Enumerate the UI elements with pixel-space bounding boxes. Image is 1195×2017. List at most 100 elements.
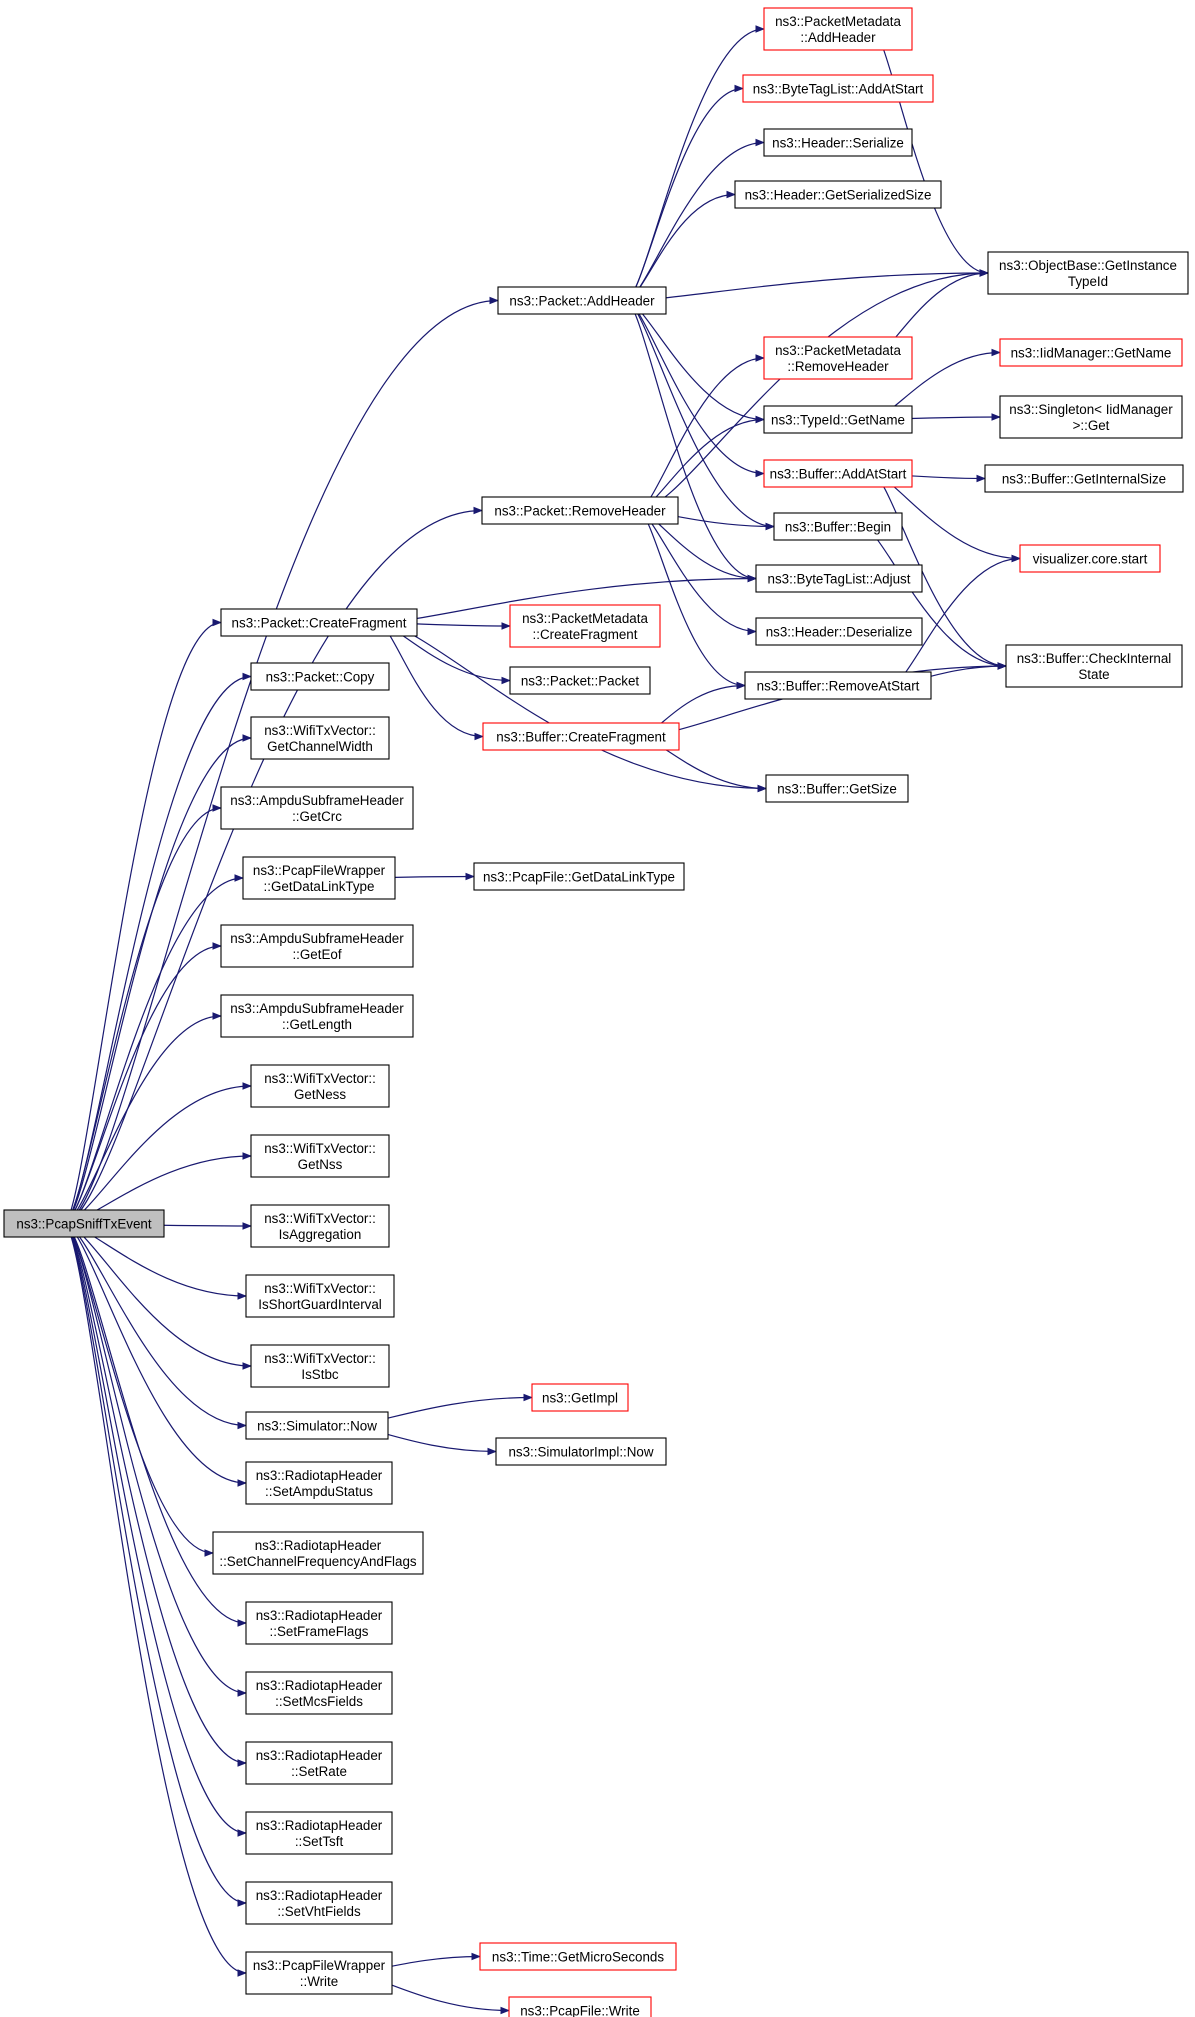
edge-root-to-createfragment xyxy=(63,618,222,1225)
edge-createfragment-to-buf_createfragment xyxy=(376,621,484,741)
node-copy[interactable]: ns3::Packet::Copy xyxy=(250,662,390,691)
node-box xyxy=(250,1134,390,1178)
node-buf_addatstart[interactable]: ns3::Buffer::AddAtStart xyxy=(763,459,913,488)
node-setvht[interactable]: ns3::RadiotapHeader::SetVhtFields xyxy=(245,1881,393,1925)
node-label: ::SetTsft xyxy=(295,1834,344,1849)
edge-addheader-to-buf_addatstart xyxy=(625,299,765,478)
node-box xyxy=(250,1344,390,1388)
node-root[interactable]: ns3::PcapSniffTxEvent xyxy=(3,1209,165,1238)
edge-root-to-settsft xyxy=(63,1222,247,1837)
node-box xyxy=(999,395,1183,439)
edge-root-to-write xyxy=(63,1222,247,1977)
node-isstbc[interactable]: ns3::WifiTxVector::IsStbc xyxy=(250,1344,390,1388)
node-box xyxy=(245,1671,393,1715)
node-typeid_getname[interactable]: ns3::TypeId::GetName xyxy=(763,405,913,434)
node-box xyxy=(245,1274,395,1318)
node-getimpl[interactable]: ns3::GetImpl xyxy=(531,1383,629,1412)
edge-root-to-getness xyxy=(63,1082,252,1225)
node-label: ns3::WifiTxVector:: xyxy=(264,1211,376,1226)
node-getchannelwidth[interactable]: ns3::WifiTxVector::GetChannelWidth xyxy=(250,716,390,760)
node-label: IsStbc xyxy=(301,1367,339,1382)
node-buf_getinternalsize[interactable]: ns3::Buffer::GetInternalSize xyxy=(984,464,1184,493)
node-box xyxy=(495,1437,667,1466)
node-label: visualizer.core.start xyxy=(1033,552,1148,567)
node-label: ::SetChannelFrequencyAndFlags xyxy=(219,1554,417,1569)
node-box xyxy=(765,774,909,803)
node-getlength[interactable]: ns3::AmpduSubframeHeader::GetLength xyxy=(220,994,414,1038)
node-setframeflags[interactable]: ns3::RadiotapHeader::SetFrameFlags xyxy=(245,1601,393,1645)
node-hdr_getsize[interactable]: ns3::Header::GetSerializedSize xyxy=(734,180,942,209)
node-box xyxy=(773,512,903,541)
node-box xyxy=(250,662,390,691)
node-label: ns3::AmpduSubframeHeader xyxy=(230,793,404,808)
node-label: ::RemoveHeader xyxy=(787,359,889,374)
edge-root-to-getchannelwidth xyxy=(63,734,252,1225)
node-pm_createfragment[interactable]: ns3::PacketMetadata::CreateFragment xyxy=(509,604,661,648)
node-isshortgi[interactable]: ns3::WifiTxVector::IsShortGuardInterval xyxy=(245,1274,395,1318)
call-nodes: ns3::PcapSniffTxEvent ns3::Packet::AddHea… xyxy=(3,7,1189,2017)
node-box xyxy=(763,336,913,380)
node-removeheader[interactable]: ns3::Packet::RemoveHeader xyxy=(481,496,679,525)
node-simimpl_now[interactable]: ns3::SimulatorImpl::Now xyxy=(495,1437,667,1466)
node-getcrc[interactable]: ns3::AmpduSubframeHeader::GetCrc xyxy=(220,786,414,830)
node-box xyxy=(245,1951,393,1995)
node-label: ns3::Buffer::Begin xyxy=(785,520,891,535)
node-buf_createfragment[interactable]: ns3::Buffer::CreateFragment xyxy=(482,722,680,751)
node-geteof[interactable]: ns3::AmpduSubframeHeader::GetEof xyxy=(220,924,414,968)
node-box xyxy=(508,1996,652,2017)
node-hdr_serialize[interactable]: ns3::Header::Serialize xyxy=(763,128,913,157)
node-box xyxy=(3,1209,165,1238)
node-pcapfile_getdlt[interactable]: ns3::PcapFile::GetDataLinkType xyxy=(473,862,685,891)
node-setmcs[interactable]: ns3::RadiotapHeader::SetMcsFields xyxy=(245,1671,393,1715)
node-label: ns3::ByteTagList::AddAtStart xyxy=(753,82,924,97)
node-pm_addheader[interactable]: ns3::PacketMetadata::AddHeader xyxy=(763,7,913,51)
node-pcapfile_write[interactable]: ns3::PcapFile::Write xyxy=(508,1996,652,2017)
node-box xyxy=(245,1411,389,1440)
node-singleton_get[interactable]: ns3::Singleton< IidManager>::Get xyxy=(999,395,1183,439)
node-label: ns3::RadiotapHeader xyxy=(255,1538,382,1553)
edge-root-to-setchannel xyxy=(63,1222,214,1557)
node-btl_adjust[interactable]: ns3::ByteTagList::Adjust xyxy=(755,564,923,593)
node-createfragment[interactable]: ns3::Packet::CreateFragment xyxy=(220,608,418,637)
node-box xyxy=(755,617,923,646)
node-hdr_deserialize[interactable]: ns3::Header::Deserialize xyxy=(755,617,923,646)
node-getness[interactable]: ns3::WifiTxVector::GetNess xyxy=(250,1064,390,1108)
node-label: ns3::WifiTxVector:: xyxy=(264,1351,376,1366)
node-packet_packet[interactable]: ns3::Packet::Packet xyxy=(509,666,651,695)
node-label: ::AddHeader xyxy=(800,30,876,45)
node-label: ns3::TypeId::GetName xyxy=(771,413,905,428)
node-box xyxy=(482,722,680,751)
node-label: ns3::PacketMetadata xyxy=(522,611,648,626)
node-label: ns3::WifiTxVector:: xyxy=(264,723,376,738)
node-setchannel[interactable]: ns3::RadiotapHeader::SetChannelFrequency… xyxy=(212,1531,424,1575)
node-pm_removeheader[interactable]: ns3::PacketMetadata::RemoveHeader xyxy=(763,336,913,380)
node-label: ns3::Packet::AddHeader xyxy=(509,294,655,309)
node-btl_addatstart[interactable]: ns3::ByteTagList::AddAtStart xyxy=(742,74,934,103)
edge-removeheader-to-buf_removeatstart xyxy=(637,509,746,690)
node-isaggregation[interactable]: ns3::WifiTxVector::IsAggregation xyxy=(250,1204,390,1248)
edge-root-to-getcrc xyxy=(63,804,222,1225)
edge-root-to-setvht xyxy=(63,1222,247,1907)
node-settsft[interactable]: ns3::RadiotapHeader::SetTsft xyxy=(245,1811,393,1855)
edge-addheader-to-btl_addatstart xyxy=(625,84,744,302)
node-simnow[interactable]: ns3::Simulator::Now xyxy=(245,1411,389,1440)
node-buf_begin[interactable]: ns3::Buffer::Begin xyxy=(773,512,903,541)
node-viz_start[interactable]: visualizer.core.start xyxy=(1019,544,1161,573)
edge-addheader-to-buf_begin xyxy=(625,299,775,531)
node-buf_removeatstart[interactable]: ns3::Buffer::RemoveAtStart xyxy=(744,671,932,700)
node-iidmanager_getname[interactable]: ns3::IidManager::GetName xyxy=(999,338,1183,367)
node-getnss[interactable]: ns3::WifiTxVector::GetNss xyxy=(250,1134,390,1178)
node-getdatalinktype[interactable]: ns3::PcapFileWrapper::GetDataLinkType xyxy=(242,856,396,900)
node-write[interactable]: ns3::PcapFileWrapper::Write xyxy=(245,1951,393,1995)
node-label: ns3::Buffer::CreateFragment xyxy=(496,730,666,745)
node-buf_getsize[interactable]: ns3::Buffer::GetSize xyxy=(765,774,909,803)
node-time_getmicro[interactable]: ns3::Time::GetMicroSeconds xyxy=(479,1942,677,1971)
node-box xyxy=(984,464,1184,493)
node-setampdu[interactable]: ns3::RadiotapHeader::SetAmpduStatus xyxy=(245,1461,393,1505)
node-setrate[interactable]: ns3::RadiotapHeader::SetRate xyxy=(245,1741,393,1785)
node-addheader[interactable]: ns3::Packet::AddHeader xyxy=(497,286,667,315)
node-label: ns3::PcapFile::Write xyxy=(520,2004,640,2017)
